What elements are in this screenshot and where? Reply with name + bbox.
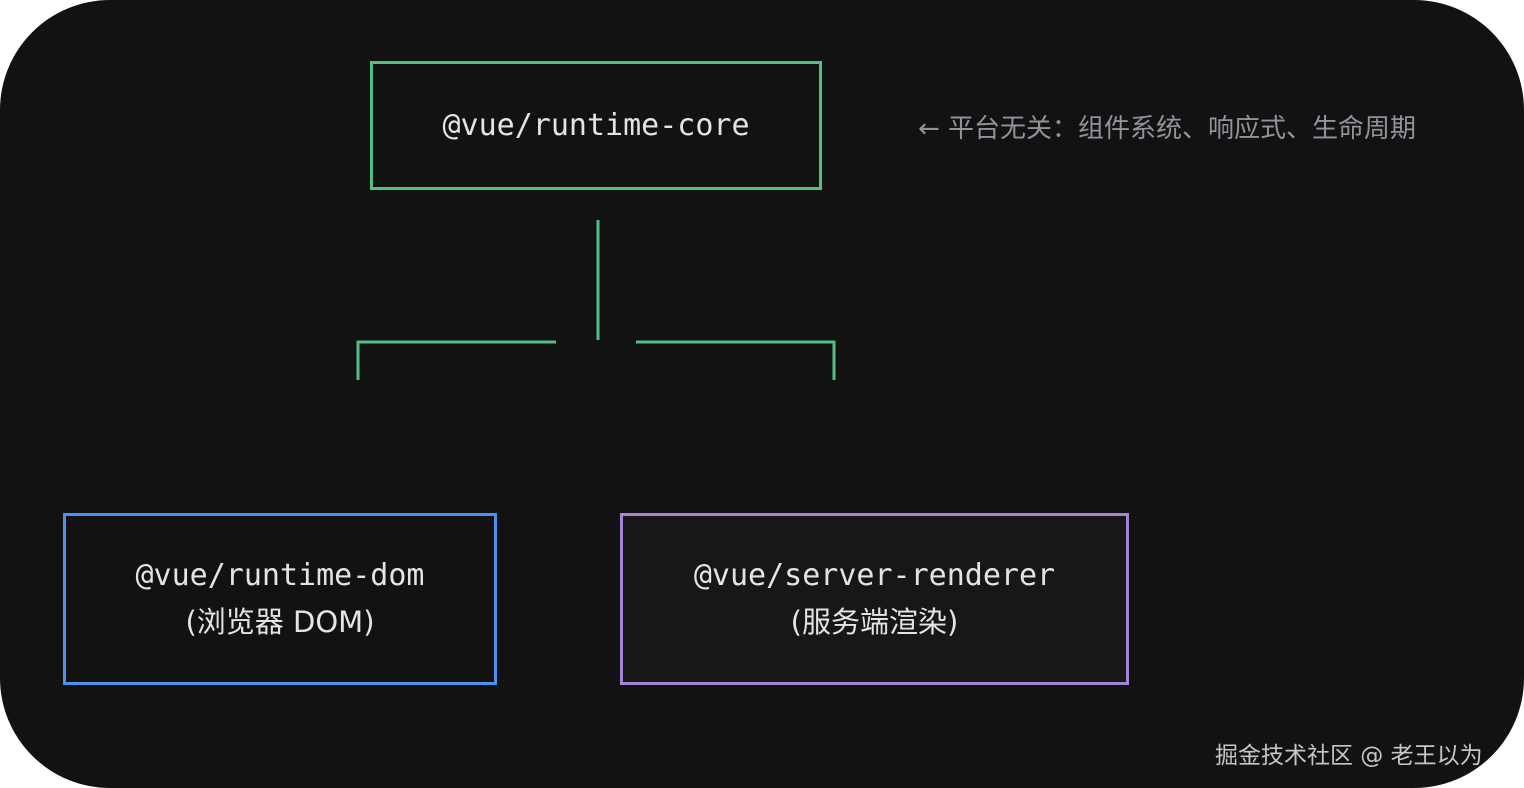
connector-right-branch	[636, 340, 836, 380]
connector-left-branch	[356, 340, 556, 380]
runtime-dom-node: @vue/runtime-dom (浏览器 DOM)	[63, 513, 497, 685]
runtime-dom-sublabel: (浏览器 DOM)	[185, 605, 375, 639]
watermark: 掘金技术社区 @ 老王以为	[1215, 743, 1483, 769]
server-renderer-node: @vue/server-renderer (服务端渲染)	[620, 513, 1129, 685]
runtime-core-annotation: ← 平台无关：组件系统、响应式、生命周期	[918, 114, 1417, 144]
server-renderer-label: @vue/server-renderer	[693, 558, 1056, 593]
runtime-dom-label: @vue/runtime-dom	[135, 558, 425, 593]
runtime-core-node: @vue/runtime-core	[370, 61, 822, 190]
server-renderer-sublabel: (服务端渲染)	[790, 605, 959, 639]
runtime-core-label: @vue/runtime-core	[442, 107, 750, 143]
